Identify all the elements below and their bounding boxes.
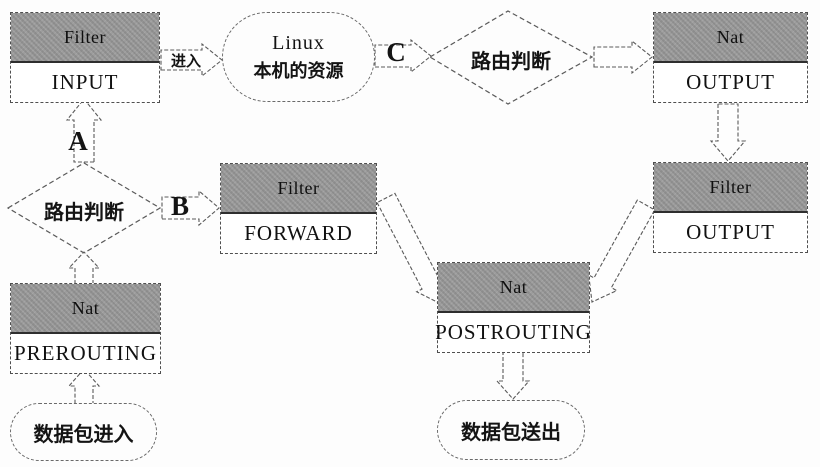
- node-filter-input: Filter INPUT: [10, 12, 160, 103]
- node-packet-in: 数据包进入: [10, 403, 157, 461]
- packet-in-label: 数据包进入: [33, 421, 134, 446]
- node-filter-input-header: Filter: [11, 13, 159, 63]
- node-packet-out: 数据包送出: [437, 400, 585, 460]
- node-nat-prerouting: Nat PREROUTING: [10, 283, 161, 374]
- edge-label-b: B: [170, 191, 189, 221]
- arrow-postrouting-to-packet-out: [495, 350, 531, 400]
- routing-decision-top-label: 路由判断: [471, 49, 551, 73]
- routing-decision-left-label: 路由判断: [44, 200, 124, 224]
- routing-diamond-top-shape: [428, 10, 594, 105]
- arrow-packet-in-to-prerouting: [67, 368, 101, 406]
- node-filter-forward-header: Filter: [221, 164, 376, 214]
- node-filter-output-header: Filter: [654, 163, 807, 213]
- node-filter-forward: Filter FORWARD: [220, 163, 377, 254]
- arrow-prerouting-to-routing: [67, 251, 101, 285]
- linux-resources-subtitle: 本机的资源: [253, 60, 344, 82]
- linux-resources-title: Linux: [272, 31, 325, 54]
- arrow-routing-to-forward: [161, 189, 220, 227]
- edge-label-a: A: [68, 126, 88, 156]
- packet-out-label: 数据包送出: [461, 419, 561, 444]
- node-nat-postrouting: Nat POSTROUTING: [435, 262, 591, 353]
- arrow-input-to-linux: [160, 42, 223, 78]
- arrow-filter-output-to-postrouting: [588, 199, 656, 303]
- node-nat-postrouting-header: Nat: [438, 263, 589, 313]
- node-nat-postrouting-body: POSTROUTING: [435, 313, 591, 352]
- node-nat-output-header: Nat: [654, 13, 807, 63]
- edge-label-enter: 进入: [170, 52, 201, 70]
- node-filter-input-body: INPUT: [11, 63, 159, 102]
- arrow-linux-to-routing: [374, 38, 432, 74]
- node-nat-prerouting-header: Nat: [11, 284, 160, 334]
- node-filter-output: Filter OUTPUT: [653, 162, 808, 253]
- node-nat-output-body: OUTPUT: [654, 63, 807, 102]
- node-filter-output-body: OUTPUT: [654, 213, 807, 252]
- arrow-nat-output-to-filter-output: [709, 103, 747, 162]
- arrow-routing-to-input: [65, 98, 103, 163]
- node-nat-output: Nat OUTPUT: [653, 12, 808, 103]
- routing-diamond-left-shape: [6, 162, 162, 254]
- node-nat-prerouting-body: PREROUTING: [11, 334, 160, 373]
- arrow-routing-to-nat-output: [593, 39, 653, 75]
- node-filter-forward-body: FORWARD: [221, 214, 376, 253]
- node-linux-resources: Linux 本机的资源: [222, 12, 375, 102]
- arrow-forward-to-postrouting: [376, 192, 446, 305]
- edge-label-c: C: [386, 37, 406, 67]
